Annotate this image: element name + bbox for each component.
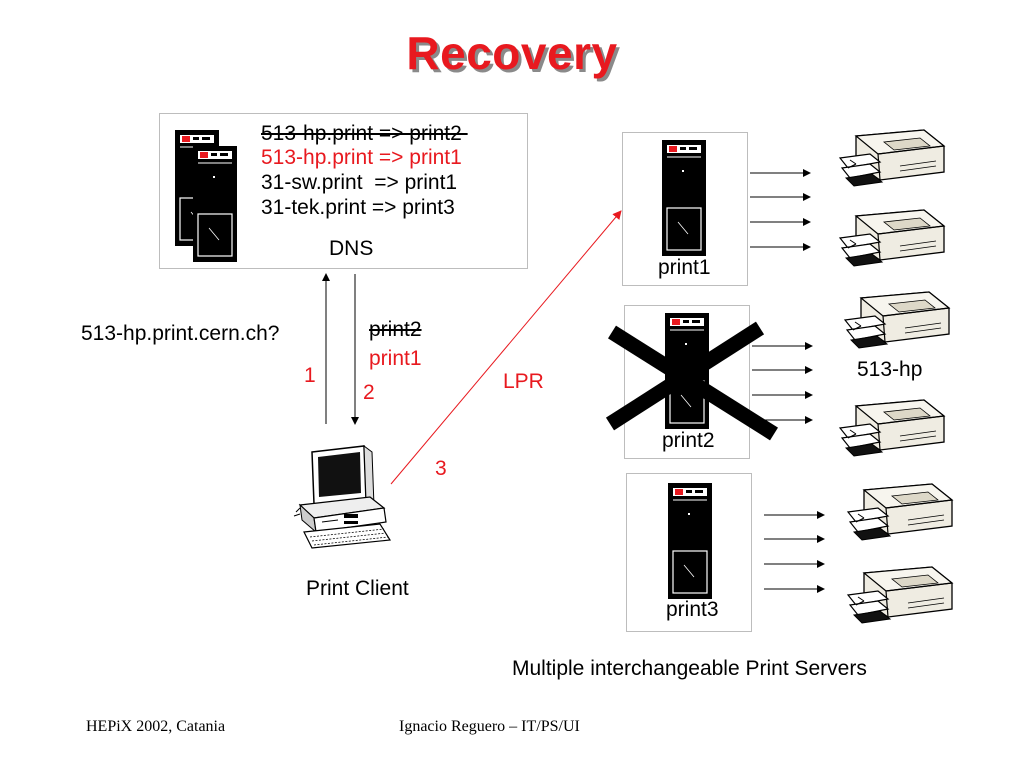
slide-title: Recovery	[406, 27, 618, 79]
server-icon-print1	[661, 139, 707, 257]
dns-label: DNS	[329, 237, 374, 260]
dns-entry-new: 513-hp.print => print1	[261, 146, 462, 169]
server-label-print2: print2	[662, 429, 715, 452]
lpr-label: LPR	[503, 370, 544, 393]
caption: Multiple interchangeable Print Servers	[512, 657, 867, 680]
print-client-label: Print Client	[306, 577, 409, 600]
dns-entry-tek: 31-tek.print => print3	[261, 196, 455, 219]
lpr-arrow	[390, 210, 622, 485]
printer-group-label: 513-hp	[857, 358, 923, 381]
failure-x-mark	[605, 321, 778, 441]
server-label-print1: print1	[658, 256, 711, 279]
printer-icon	[839, 209, 945, 267]
server-icon-print3	[667, 482, 713, 600]
footer-center: Ignacio Reguero – IT/PS/UI	[399, 718, 580, 735]
dns-server-icon	[174, 129, 238, 263]
step-3-label: 3	[435, 457, 447, 480]
printer-icon	[839, 399, 945, 457]
printer-icon	[847, 566, 953, 624]
computer-icon	[293, 444, 392, 549]
answer-old: print2	[369, 318, 422, 341]
step-1-label: 1	[304, 364, 316, 387]
dns-entry-sw: 31-sw.print => print1	[261, 171, 458, 194]
output-arrows-print1	[750, 173, 810, 247]
server-label-print3: print3	[666, 598, 719, 621]
footer-left: HEPiX 2002, Catania	[86, 718, 226, 735]
answer-new: print1	[369, 347, 422, 370]
query-label: 513-hp.print.cern.ch?	[81, 322, 280, 345]
printer-icon	[839, 129, 945, 187]
printer-icon	[844, 291, 950, 349]
output-arrows-print2	[752, 346, 812, 420]
printer-icon	[847, 483, 953, 541]
output-arrows-print3	[764, 515, 824, 589]
dns-entry-old: 513-hp.print => print2	[261, 122, 468, 145]
step-2-label: 2	[363, 381, 375, 404]
